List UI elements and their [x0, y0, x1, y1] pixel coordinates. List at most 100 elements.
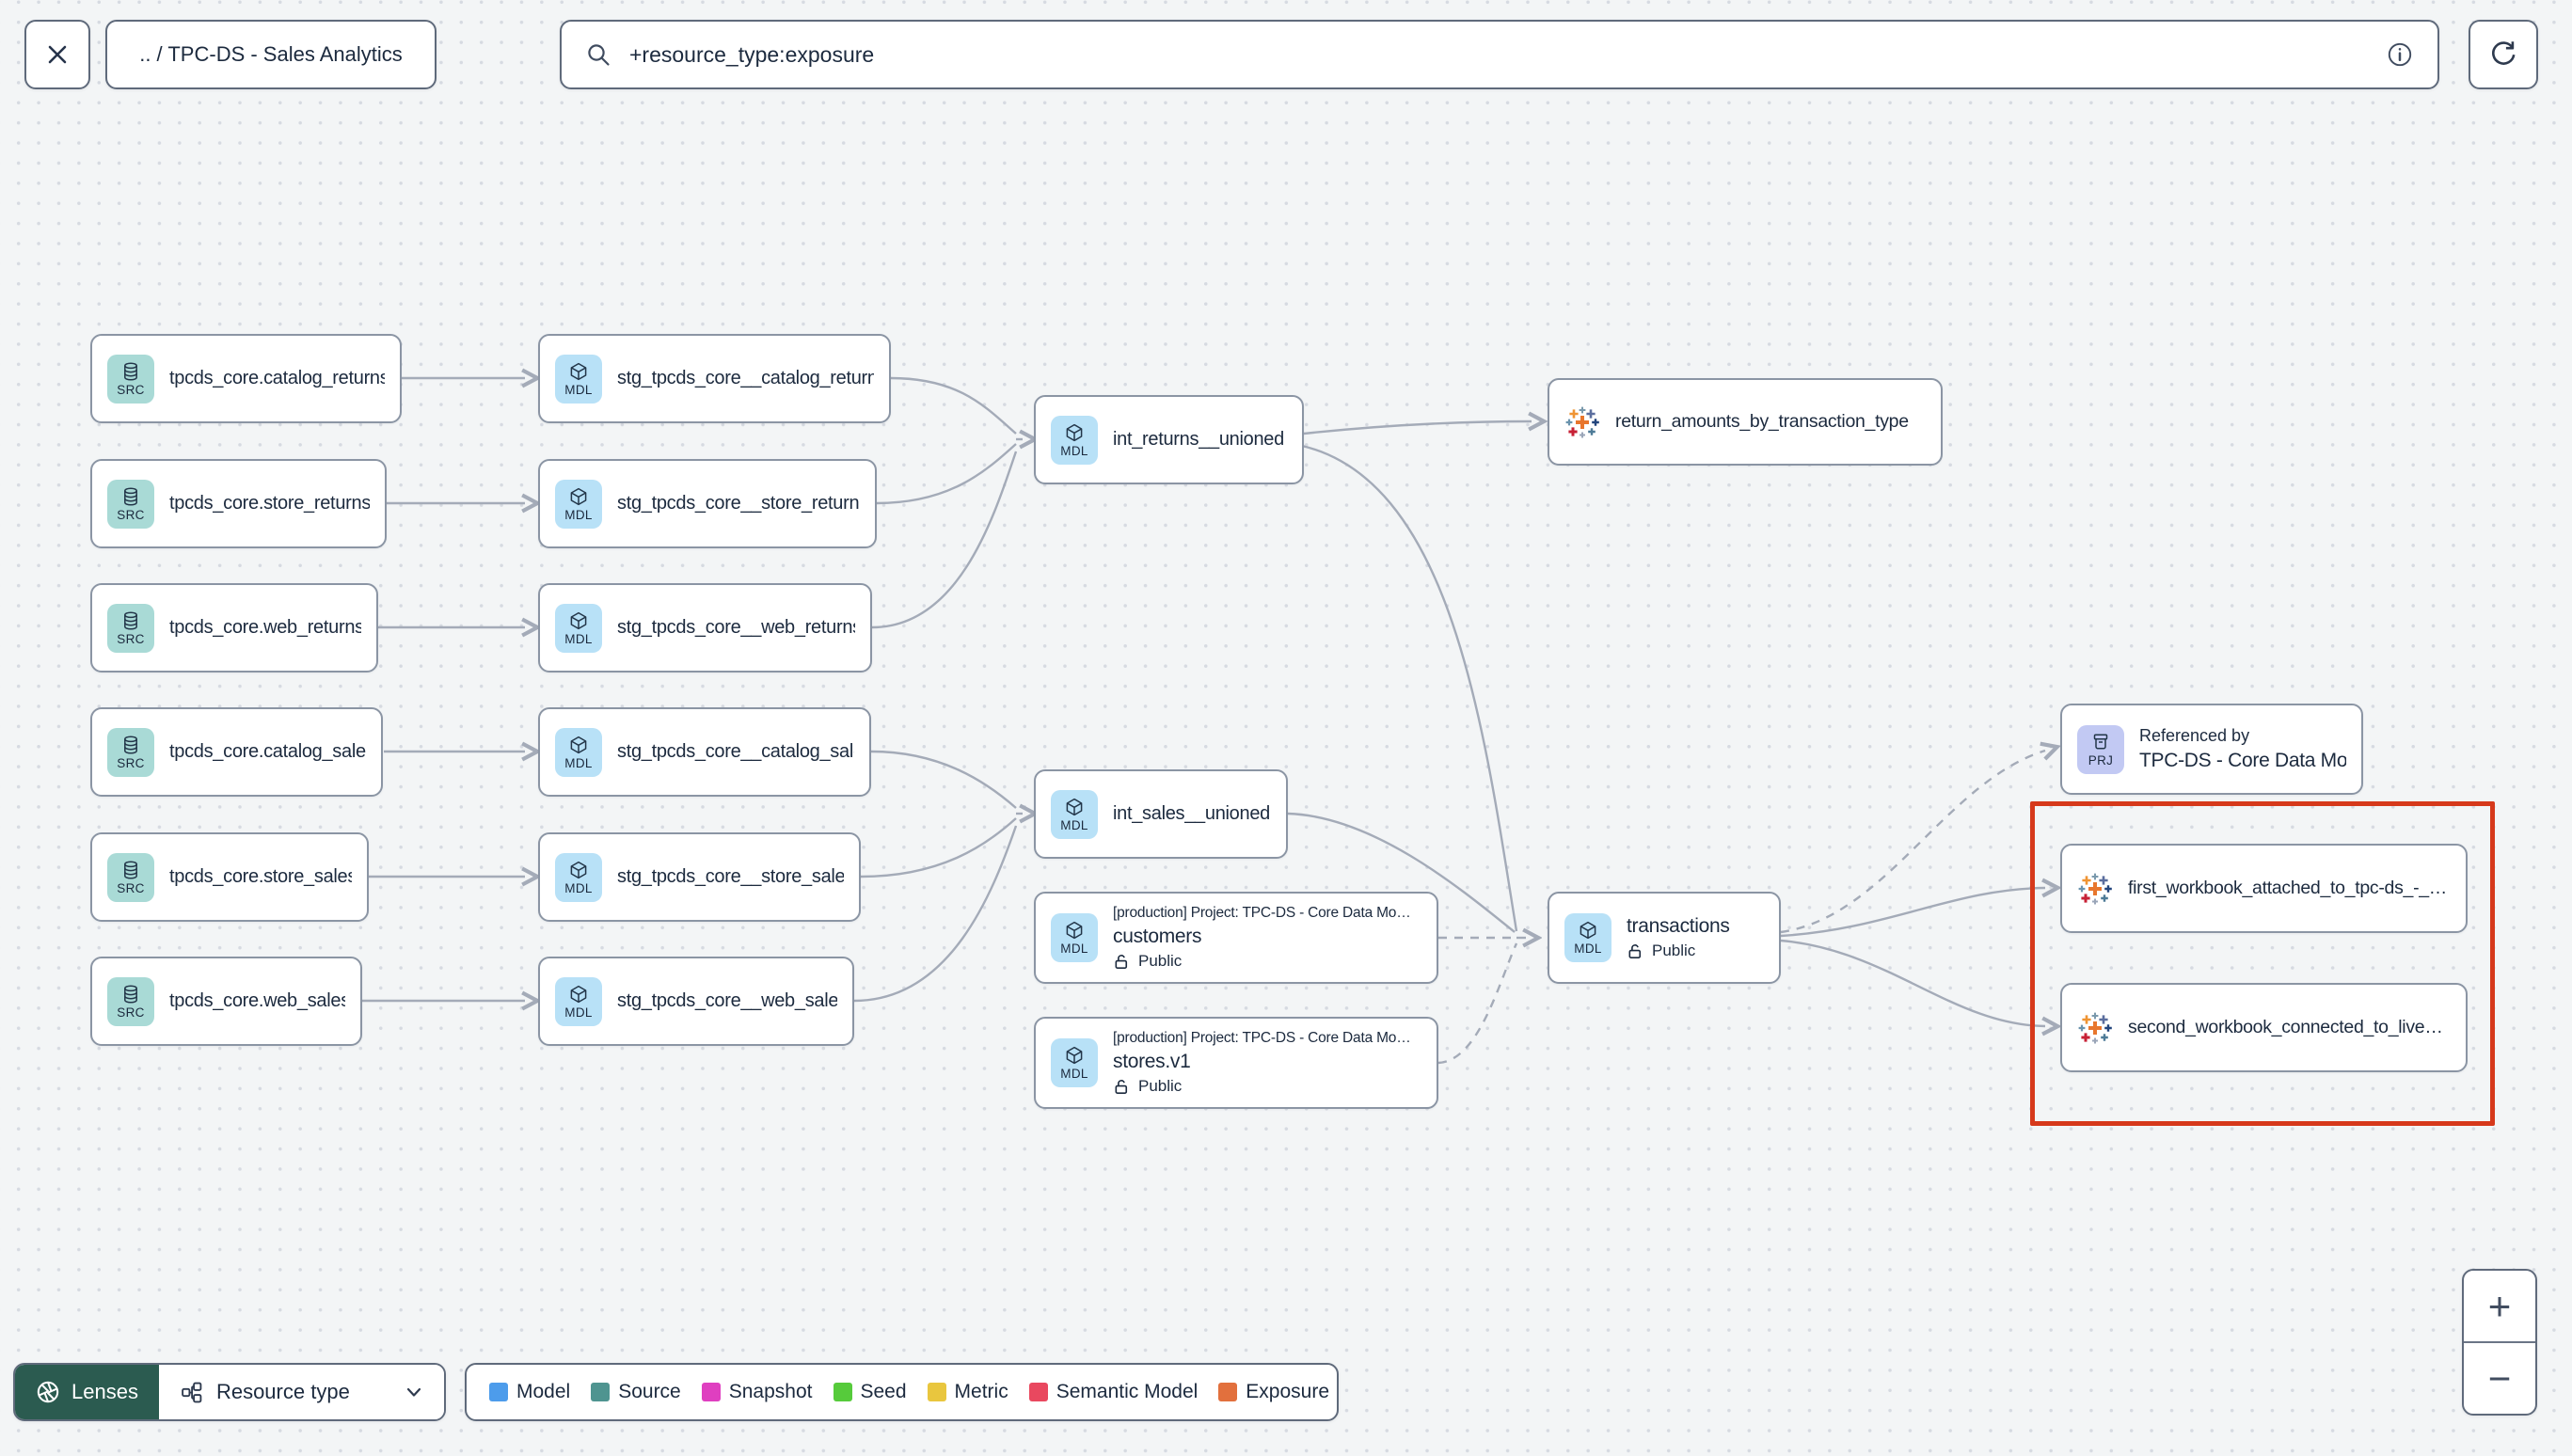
breadcrumb[interactable]: .. / TPC-DS - Sales Analytics — [105, 20, 437, 89]
close-icon — [40, 38, 74, 71]
cube-icon — [1064, 797, 1085, 817]
close-button[interactable] — [24, 20, 90, 89]
graph-node-return_amounts[interactable]: return_amounts_by_transaction_type — [1548, 378, 1943, 466]
model-badge: MDL — [555, 976, 602, 1026]
resource-type-icon — [180, 1381, 203, 1404]
tableau-icon — [1564, 404, 1600, 440]
node-title: int_sales__unioned — [1113, 803, 1270, 824]
zoom-in-button[interactable]: + — [2487, 1283, 2512, 1328]
lock-open-icon — [1113, 1078, 1131, 1096]
zoom-out-button[interactable]: − — [2464, 1341, 2535, 1414]
source-badge: SRC — [107, 852, 154, 902]
zoom-controls: + − — [2462, 1269, 2537, 1416]
database-icon — [120, 610, 141, 631]
search-icon — [584, 40, 612, 69]
graph-node-int_sales[interactable]: MDL int_sales__unioned — [1034, 769, 1288, 859]
node-title: tpcds_core.web_sales — [169, 990, 345, 1011]
chevron-down-icon — [405, 1383, 423, 1401]
refresh-button[interactable] — [2469, 20, 2538, 89]
node-title: stg_tpcds_core__store_sales — [617, 866, 844, 887]
lineage-edge — [1780, 888, 2045, 938]
graph-node-wb2[interactable]: second_workbook_connected_to_live… — [2060, 983, 2468, 1072]
cube-icon — [568, 610, 589, 631]
lineage-edge — [1301, 444, 1518, 932]
lineage-edge — [890, 376, 1017, 435]
lenses-label: Lenses — [71, 1380, 138, 1403]
model-badge: MDL — [1051, 415, 1098, 465]
node-title: stg_tpcds_core__catalog_sales — [617, 741, 854, 762]
legend-swatch — [591, 1383, 611, 1401]
lineage-edge — [1303, 421, 1532, 435]
source-badge: SRC — [107, 603, 154, 653]
source-badge: SRC — [107, 354, 154, 404]
node-project-line: [production] Project: TPC-DS - Core Data… — [1113, 1030, 1411, 1046]
graph-node-stores[interactable]: MDL[production] Project: TPC-DS - Core D… — [1034, 1017, 1438, 1109]
legend-label: Source — [618, 1381, 681, 1402]
legend-label: Exposure — [1246, 1381, 1330, 1402]
node-title: first_workbook_attached_to_tpc-ds_-_… — [2128, 878, 2448, 898]
model-badge: MDL — [555, 727, 602, 777]
source-badge: SRC — [107, 727, 154, 777]
model-badge: MDL — [555, 603, 602, 653]
model-badge: MDL — [1051, 789, 1098, 839]
aperture-icon — [36, 1380, 60, 1404]
access-row: Public — [1113, 1077, 1411, 1096]
legend-swatch — [1028, 1383, 1048, 1401]
lock-open-icon — [1627, 942, 1644, 960]
graph-node-stg_catalog_sales[interactable]: MDL stg_tpcds_core__catalog_sales — [538, 707, 871, 797]
info-icon[interactable] — [2385, 40, 2415, 70]
cube-icon — [568, 860, 589, 880]
legend-label: Seed — [860, 1381, 907, 1402]
project-badge: PRJ — [2077, 724, 2124, 774]
graph-node-src_store_sales[interactable]: SRC tpcds_core.store_sales — [90, 832, 369, 922]
legend-swatch — [833, 1383, 852, 1401]
selection-highlight — [2030, 801, 2495, 1126]
access-row: Public — [1113, 952, 1411, 971]
node-title: second_workbook_connected_to_live… — [2128, 1017, 2443, 1037]
cube-icon — [1064, 422, 1085, 443]
legend-label: Snapshot — [728, 1381, 813, 1402]
lock-open-icon — [1113, 953, 1131, 971]
legend-swatch — [701, 1383, 721, 1401]
referenced-by-label: Referenced by — [2139, 726, 2250, 745]
archive-icon — [2090, 732, 2111, 752]
legend-swatch — [489, 1383, 508, 1401]
node-title: tpcds_core.catalog_returns — [169, 368, 385, 388]
legend-item-seed: Seed — [833, 1381, 907, 1403]
database-icon — [120, 984, 141, 1005]
resource-type-dropdown[interactable]: Resource type — [158, 1365, 444, 1419]
lineage-edge — [876, 443, 1017, 505]
graph-node-src_catalog_returns[interactable]: SRC tpcds_core.catalog_returns — [90, 334, 402, 423]
search-input[interactable] — [627, 40, 2370, 69]
legend-item-exposure: Exposure — [1218, 1381, 1329, 1403]
search-bar[interactable] — [560, 20, 2439, 89]
node-title: stg_tpcds_core__catalog_returns — [617, 368, 874, 388]
tableau-icon — [2077, 871, 2113, 907]
model-badge: MDL — [1564, 913, 1611, 962]
lineage-edge — [1437, 942, 1518, 1065]
graph-node-wb1[interactable]: first_workbook_attached_to_tpc-ds_-_… — [2060, 844, 2468, 933]
lenses-button[interactable]: Lenses — [15, 1365, 159, 1419]
legend-swatch — [927, 1383, 946, 1401]
database-icon — [120, 486, 141, 507]
tableau-icon — [2077, 1010, 2113, 1046]
node-title: tpcds_core.store_sales — [169, 866, 352, 887]
lenses-toolbar: Lenses Resource type — [13, 1363, 446, 1421]
cube-icon — [568, 735, 589, 755]
access-row: Public — [1627, 942, 1730, 960]
graph-node-customers[interactable]: MDL[production] Project: TPC-DS - Core D… — [1034, 892, 1438, 984]
cube-icon — [568, 486, 589, 507]
